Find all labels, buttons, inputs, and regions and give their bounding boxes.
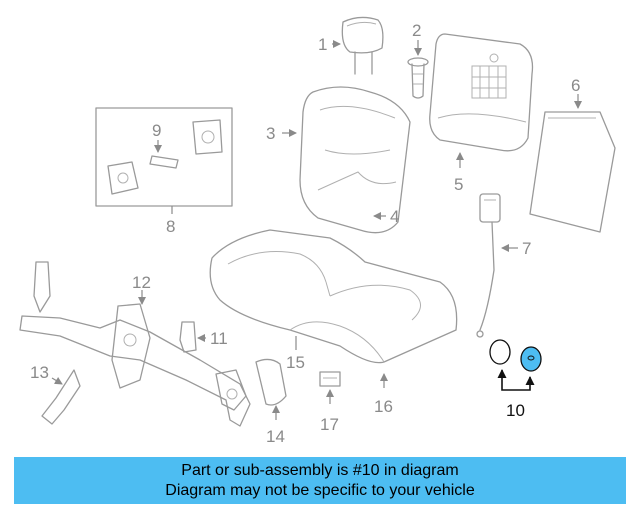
callout-16: 16 [374, 397, 393, 416]
callout-14: 14 [266, 427, 285, 446]
banner-line-1: Part or sub-assembly is #10 in diagram [181, 462, 459, 479]
headrest-guide-part-2 [407, 57, 429, 99]
cap-plain [489, 339, 511, 365]
callout-7: 7 [522, 239, 531, 258]
callout-12: 12 [132, 273, 151, 292]
bracket-kit-box-part-8 [95, 107, 233, 207]
callout-2: 2 [412, 21, 421, 40]
clip-part-11 [179, 321, 197, 353]
callout-5: 5 [454, 175, 463, 194]
callout-17: 17 [320, 415, 339, 434]
info-banner: Part or sub-assembly is #10 in diagram D… [14, 457, 626, 504]
callout-3: 3 [266, 124, 275, 143]
banner-line-2: Diagram may not be specific to your vehi… [165, 482, 475, 499]
callout-4: 4 [390, 207, 399, 226]
callout-8: 8 [166, 217, 175, 236]
trim-cover-part-14 [255, 358, 287, 406]
parts-diagram: 1 2 3 4 5 6 [19, 16, 616, 446]
cap-part-10 [489, 339, 542, 372]
callout-1: 1 [318, 35, 327, 54]
cap-highlighted [520, 346, 542, 372]
callout-9: 9 [152, 121, 161, 140]
bracket-part-17 [319, 371, 341, 387]
bracket-part-9 [149, 155, 179, 169]
callout-6: 6 [571, 76, 580, 95]
headrest-part-1 [341, 16, 384, 75]
back-panel-part-6 [529, 111, 616, 233]
callout-11: 11 [210, 329, 228, 348]
callout-13: 13 [30, 363, 49, 382]
callout-15: 15 [286, 353, 305, 372]
seat-cushion-part-15-16 [209, 229, 458, 364]
seatback-cushion-part-3 [299, 86, 411, 234]
callout-10: 10 [506, 401, 525, 420]
seat-belt-buckle-part-7 [476, 193, 501, 338]
seatback-frame-part-5 [429, 33, 534, 152]
